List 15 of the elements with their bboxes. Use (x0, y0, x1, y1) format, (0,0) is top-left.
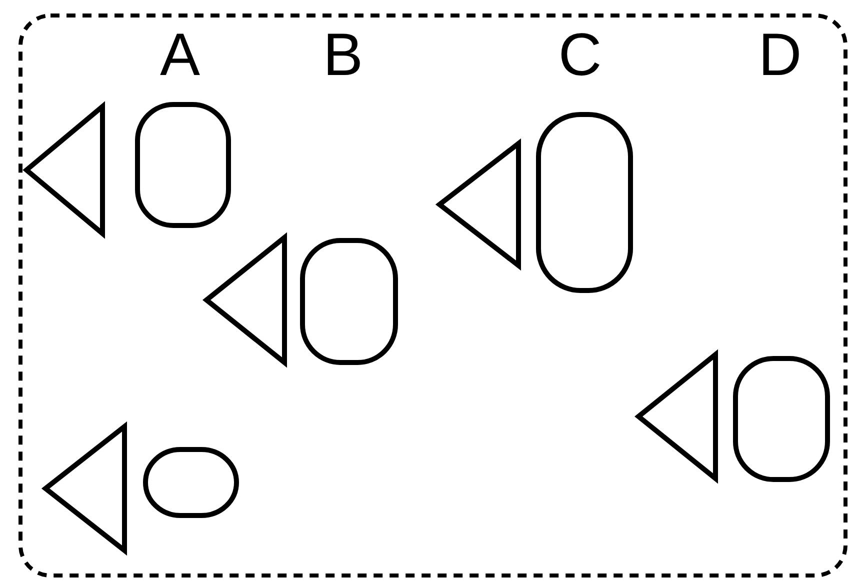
column-letter: C (557, 25, 603, 85)
triangle (23, 103, 105, 237)
column-letter: B (322, 25, 364, 85)
rounded-rectangle (536, 112, 633, 293)
rounded-rectangle (733, 356, 830, 482)
triangle (203, 234, 287, 366)
triangle (436, 140, 521, 269)
triangle (635, 351, 718, 482)
dashed-group-frame (18, 13, 848, 578)
rounded-rectangle (300, 238, 398, 365)
rounded-rectangle (135, 102, 231, 228)
column-letter: A (158, 25, 202, 85)
rounded-rectangle (143, 447, 239, 518)
column-letter: D (757, 25, 803, 85)
triangle (42, 423, 127, 554)
